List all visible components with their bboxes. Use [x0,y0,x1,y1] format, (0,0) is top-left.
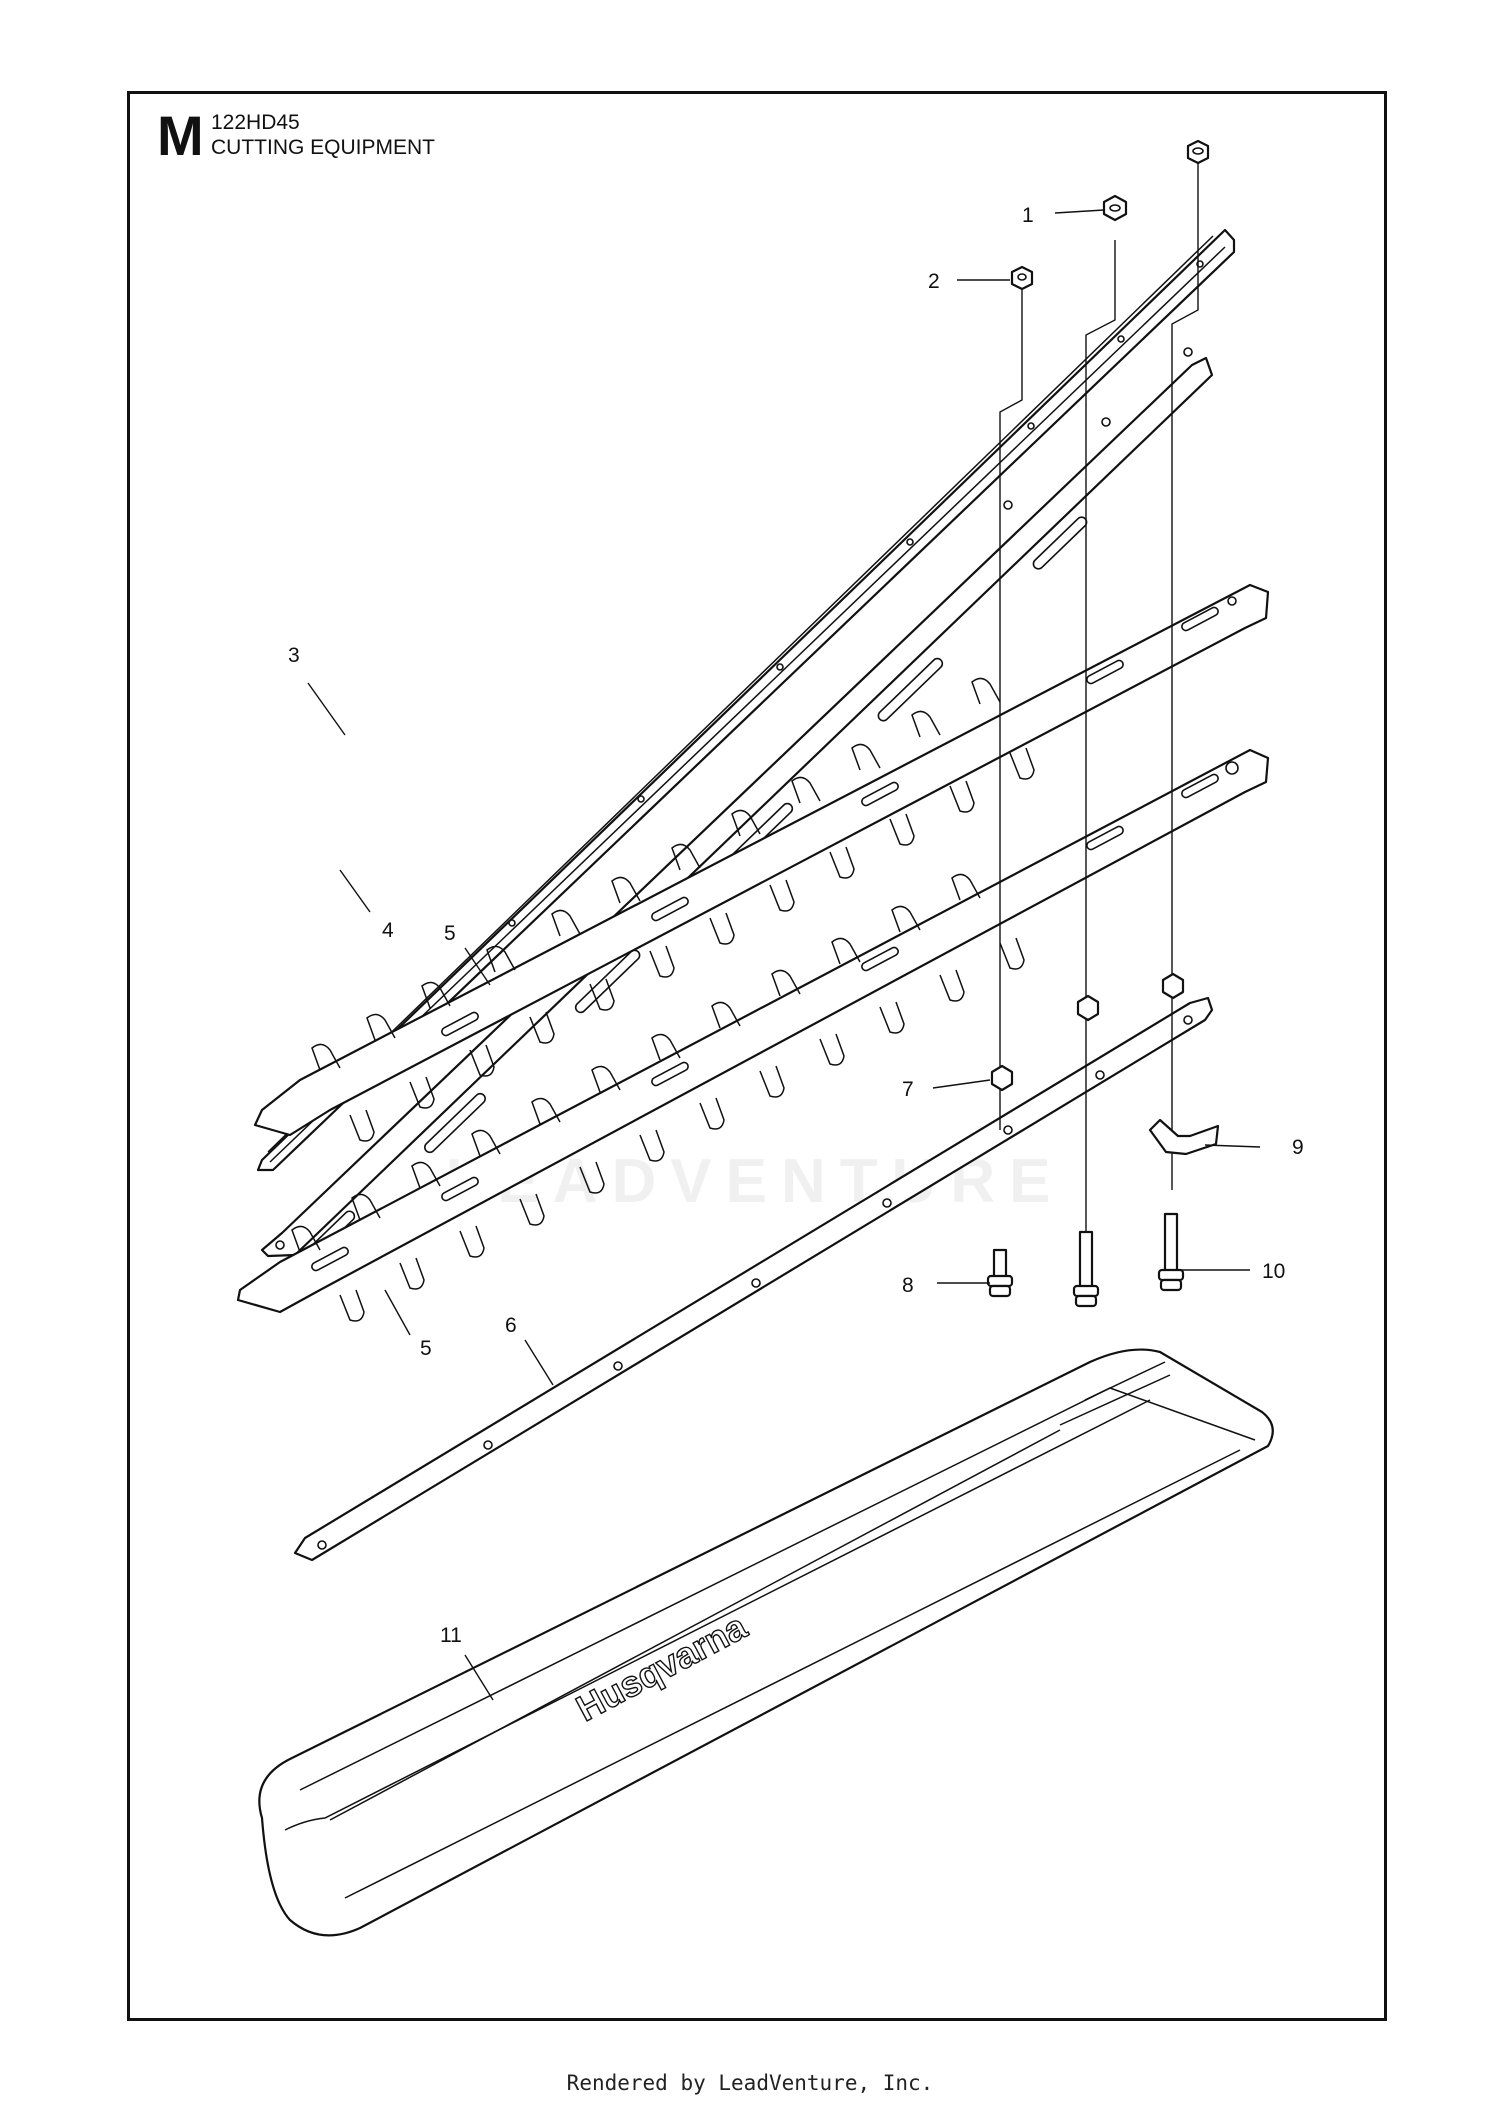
part-9-bracket[interactable] [1148,1118,1220,1156]
callout-9: 9 [1292,1136,1304,1159]
callout-10: 10 [1262,1260,1285,1283]
part-6-bottom-plate[interactable] [293,996,1214,1562]
callout-7: 7 [902,1078,914,1101]
callout-2: 2 [928,270,940,293]
callout-6: 6 [505,1314,517,1337]
callout-3: 3 [288,644,300,667]
part-2-hex-nut[interactable] [1010,265,1034,291]
callout-8: 8 [902,1274,914,1297]
part-5-lower-blade[interactable] [236,748,1270,1322]
part-11-blade-guard[interactable]: Husqvarna [258,1348,1274,1937]
part-7-square-nut[interactable] [990,972,1185,1092]
callout-5a: 5 [444,922,456,945]
diagram-frame [127,91,1387,2021]
callout-1: 1 [1022,204,1034,227]
model-code: 122HD45 [211,111,300,134]
part-10-screw[interactable] [1072,1212,1185,1308]
part-8-screw[interactable] [986,1248,1014,1298]
part-3-blade-rail[interactable] [256,228,1236,1172]
callout-labels: 1 2 3 4 5 5 6 7 8 9 10 11 [288,204,1304,1647]
part-5-upper-blade[interactable] [253,583,1270,1142]
footer-credit: Rendered by LeadVenture, Inc. [566,2071,934,2095]
callout-4: 4 [382,919,394,942]
callout-11: 11 [440,1624,462,1647]
callout-leaders [307,209,1261,1701]
callout-5b: 5 [420,1337,432,1360]
section-letter: M [157,104,204,167]
section-title: CUTTING EQUIPMENT [211,136,435,159]
part-1-flange-nut[interactable] [1102,139,1210,222]
part-4-top-plate[interactable] [260,347,1214,1259]
assembly-axis-lines [999,160,1199,1235]
